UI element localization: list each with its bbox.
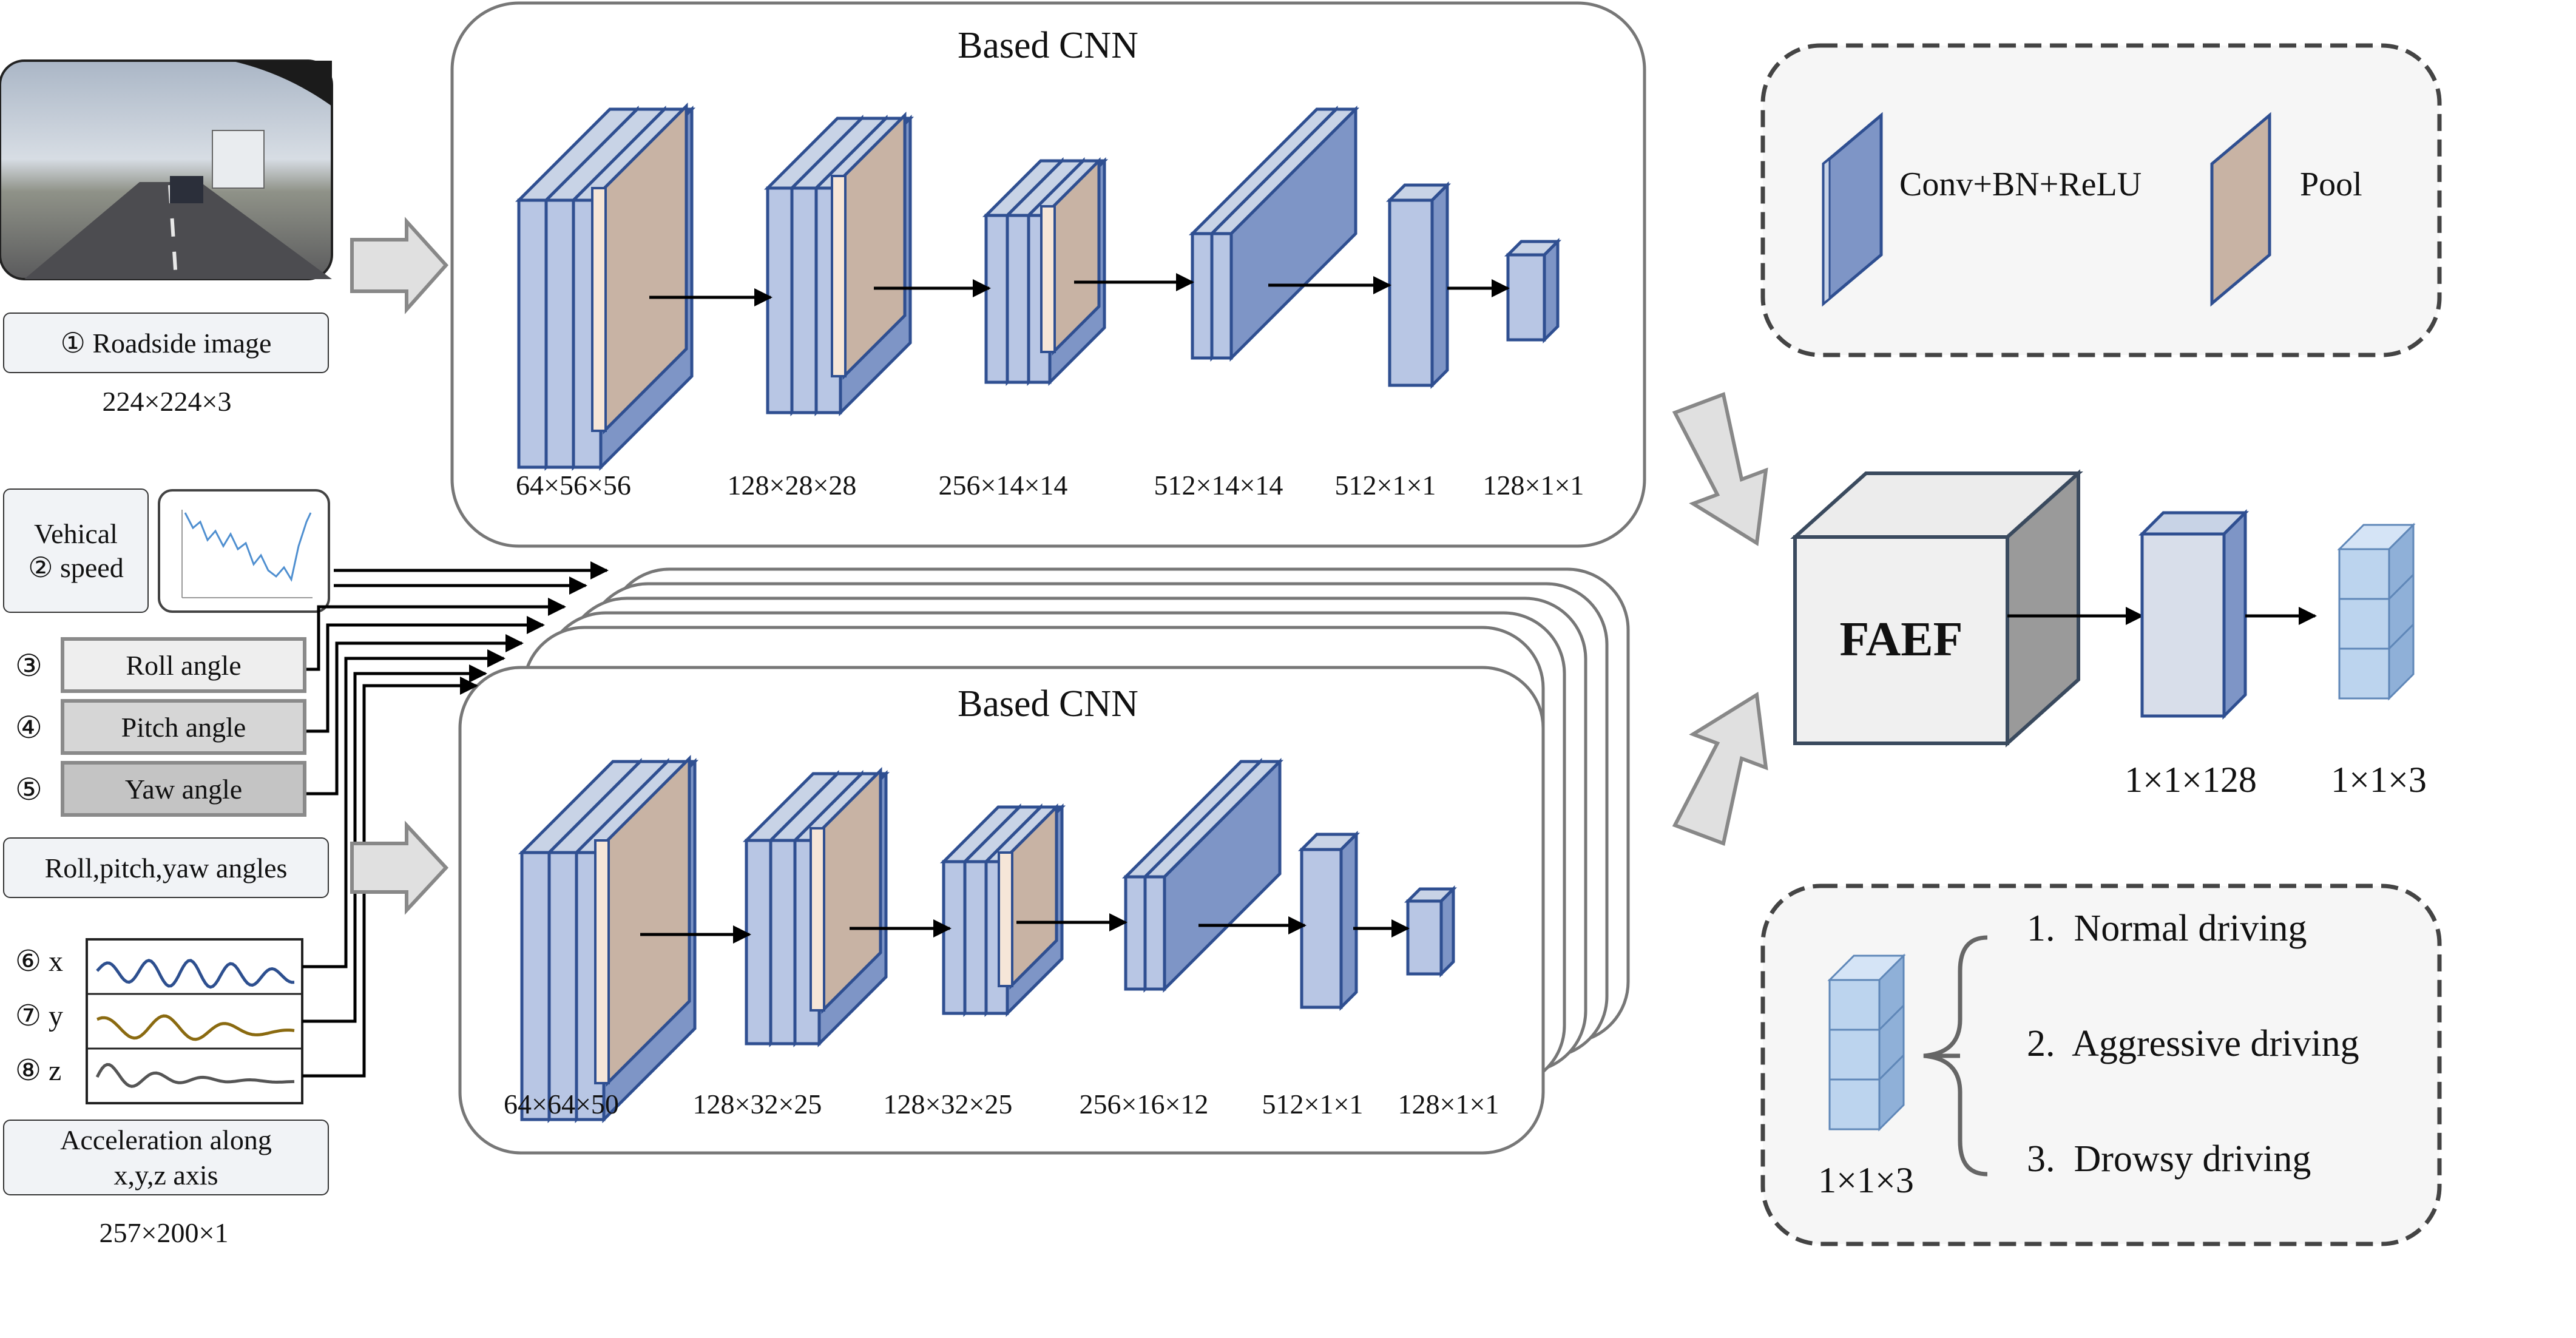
conv-slab [1385, 181, 1452, 390]
output-cube [2337, 522, 2416, 601]
faef-cube: FAEF [1790, 469, 2083, 748]
output-cube-stack [2337, 522, 2416, 701]
layer-dims-5: 512×1×1 [1335, 470, 1436, 501]
top-cnn-title: Based CNN [958, 25, 1138, 66]
arrow-bottom-to-fusion [1672, 691, 1768, 846]
arrow-image-to-cnn [350, 217, 449, 314]
bottom-cnn-title: Based CNN [958, 683, 1138, 725]
fusion-vector-dims: 1×1×128 [2125, 760, 2257, 800]
pool-slab [831, 175, 847, 377]
cnn-block-4 [1121, 757, 1284, 993]
pool-slab [810, 827, 825, 1012]
signal-y-trace [96, 1014, 295, 1041]
class-drowsy: 3. Drowsy driving [2027, 1138, 2311, 1180]
cnn-block-1 [515, 102, 696, 471]
acceleration-caption: Acceleration along x,y,z axis [3, 1120, 329, 1195]
roadside-image-dims: 224×224×3 [102, 386, 232, 417]
yaw-number: ⑤ [15, 772, 42, 806]
layer-dims-3: 128×32×25 [884, 1089, 1013, 1120]
layer-dims-2: 128×28×28 [728, 470, 857, 501]
conv-slab [1141, 757, 1284, 993]
cnn-block-2 [763, 111, 914, 417]
legend-pool-label: Pool [2300, 166, 2362, 203]
conv-slab [1297, 830, 1361, 1012]
speed-trace [184, 512, 312, 583]
accel-z-number: ⑧ z [15, 1055, 62, 1087]
signal-x-trace [96, 959, 295, 989]
cnn-block-4 [1188, 105, 1360, 362]
roll-angle-box: Roll angle [61, 637, 306, 693]
output-cube [2338, 622, 2415, 701]
speed-plot [158, 489, 330, 613]
roll-number: ③ [15, 649, 42, 683]
cnn-block-6 [1404, 885, 1458, 978]
conv-slab [1404, 885, 1458, 978]
pitch-number: ④ [15, 711, 42, 745]
accel-x-number: ⑥ x [15, 945, 64, 978]
layer-dims-1: 64×56×56 [516, 470, 631, 501]
pool-slab [591, 187, 607, 432]
roadside-image [0, 59, 333, 280]
fusion-output-dims: 1×1×3 [2331, 760, 2427, 800]
layer-dims-2: 128×32×25 [693, 1089, 822, 1120]
flow-arrows [350, 217, 1768, 915]
conv-slab [1504, 237, 1562, 344]
cnn-block-1 [518, 754, 699, 1124]
layer-dims-6: 128×1×1 [1398, 1089, 1499, 1120]
roadside-image-label: ① Roadside image [3, 313, 329, 373]
class-normal: 1. Normal driving [2027, 908, 2307, 949]
vehicle-speed-line2: ② speed [28, 552, 124, 583]
conv-slab [1208, 105, 1360, 362]
cnn-block-3 [939, 803, 1066, 1018]
top-cnn-dims: 64×56×56 128×28×28 256×14×14 512×14×14 512×1… [516, 470, 1584, 501]
cnn-block-3 [982, 157, 1109, 387]
classes-cube-stack [1827, 953, 1906, 1132]
bottom-cnn-dims: 64×64×50 128×32×25 128×32×25 256×16×12 512×1… [504, 1089, 1499, 1120]
cnn-block-6 [1504, 237, 1562, 344]
accel-y-number: ⑦ y [15, 1000, 64, 1032]
pool-slab [998, 851, 1013, 987]
output-classes-panel [1760, 884, 2442, 1246]
layer-dims-6: 128×1×1 [1483, 470, 1584, 501]
layer-dims-5: 512×1×1 [1262, 1089, 1364, 1120]
car-shape [170, 176, 203, 203]
layer-dims-4: 256×16×12 [1080, 1089, 1209, 1120]
cnn-block-5 [1385, 181, 1452, 390]
arrow-signals-to-cnn [350, 820, 449, 915]
class-aggressive: 2. Aggressive driving [2027, 1023, 2359, 1064]
layer-dims-3: 256×14×14 [939, 470, 1068, 501]
windshield-frame [231, 61, 332, 106]
pool-slab [1040, 205, 1056, 353]
faef-label: FAEF [1840, 613, 1963, 666]
top-cnn-layers [515, 102, 1562, 471]
output-cube [1828, 1053, 1905, 1132]
pitch-angle-box: Pitch angle [61, 699, 306, 755]
pool-slab [594, 839, 610, 1084]
layer-dims-1: 64×64×50 [504, 1089, 619, 1120]
truck-shape [212, 130, 265, 189]
vehicle-speed-label: Vehical ② speed [3, 488, 149, 613]
legend-pool-icon [2210, 112, 2271, 307]
cnn-block-5 [1297, 830, 1361, 1012]
bottom-cnn-layers [518, 754, 1458, 1124]
legend-conv-label: Conv+BN+ReLU [1899, 166, 2142, 203]
yaw-angle-box: Yaw angle [61, 761, 306, 817]
angles-caption: Roll,pitch,yaw angles [3, 837, 329, 898]
classes-dims: 1×1×3 [1818, 1160, 1914, 1200]
layer-dims-4: 512×14×14 [1154, 470, 1283, 501]
signal-z-trace [95, 1063, 295, 1088]
acceleration-plots [86, 938, 303, 1104]
vehicle-speed-line1: Vehical [34, 518, 118, 550]
acceleration-dims: 257×200×1 [99, 1217, 229, 1248]
fusion-vector [2138, 509, 2250, 720]
legend-conv-icon [1822, 112, 1883, 307]
arrow-top-to-fusion [1672, 391, 1768, 547]
